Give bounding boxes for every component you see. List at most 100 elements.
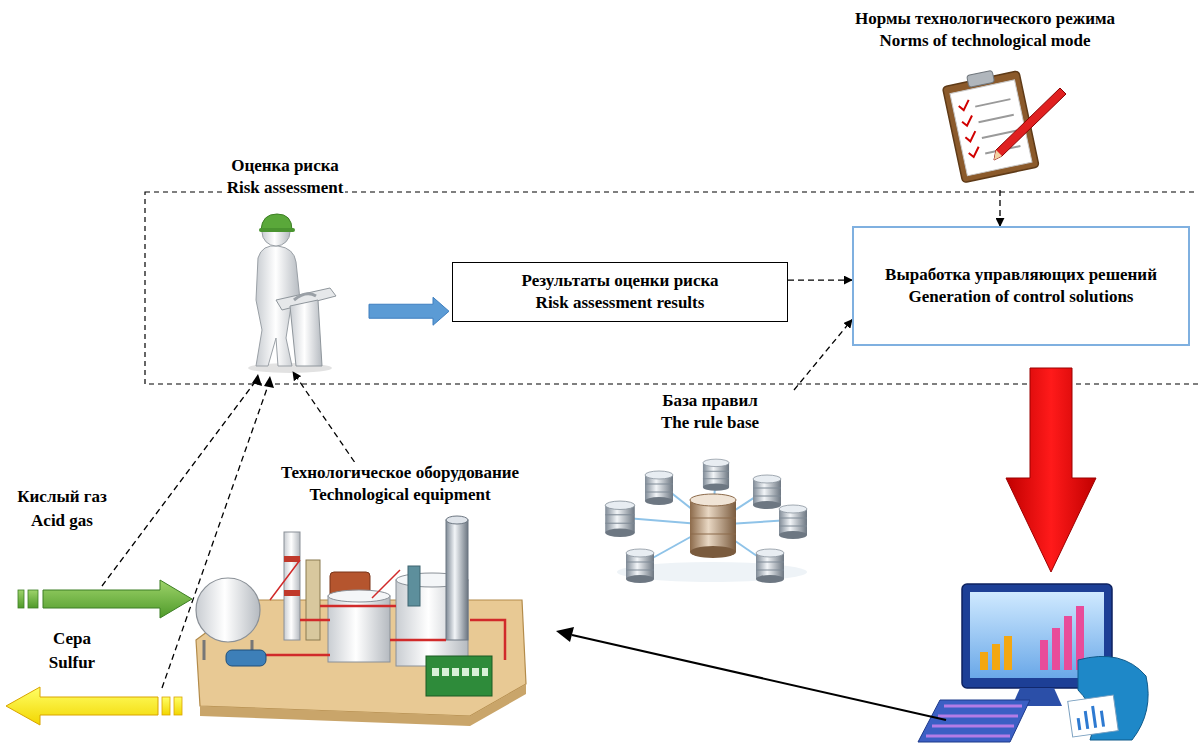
rule-base-network [626, 549, 654, 583]
node-subtitle: Technological equipment [307, 484, 492, 506]
dashed-arrow [999, 190, 1000, 226]
control-region [145, 192, 1198, 384]
node-subtitle: Norms of technological mode [877, 30, 1092, 52]
process-plant [482, 668, 488, 676]
leader-arrowhead [252, 374, 274, 388]
process-plant [284, 590, 300, 596]
acid-gas-arrow [18, 580, 192, 618]
stream-label: Сера [51, 628, 93, 650]
rule-base-node: База правилThe rule base [590, 390, 830, 585]
block-arrow [369, 297, 449, 325]
control-action-arrow [556, 627, 574, 642]
stream-label: Кислый газ [15, 486, 109, 508]
dashed-arrow [794, 320, 852, 390]
node-title: Выработка управляющих решений [883, 264, 1159, 286]
risk-assessor-figure [261, 214, 292, 230]
process-plant [446, 516, 468, 524]
process-plant [472, 668, 479, 676]
process-plant [284, 532, 300, 640]
sulfur-arrow [6, 687, 158, 725]
process-plant [408, 566, 420, 606]
process-plant [328, 590, 390, 602]
risk-assessor-figure [294, 294, 316, 300]
process-plant [226, 650, 266, 666]
feed-leader-line [102, 378, 258, 586]
node-subtitle: Risk assessment [225, 177, 346, 199]
control-computer [992, 644, 1000, 670]
node-title: Оценка риска [229, 155, 340, 177]
process-plant [462, 668, 469, 676]
control-computer [1040, 640, 1048, 670]
process-plant [426, 656, 492, 696]
equipment-node: Технологическое оборудованиеTechnologica… [225, 462, 575, 506]
dashed-arrow [293, 372, 355, 462]
process-box: Выработка управляющих решенийGeneration … [852, 226, 1190, 346]
control-computer [926, 706, 1022, 736]
node-title: Технологическое оборудование [279, 462, 521, 484]
control-computer [980, 652, 988, 670]
rule-base-network [690, 500, 736, 552]
node-subtitle: Risk assessment results [534, 292, 707, 314]
acid-gas-arrow [43, 580, 192, 618]
risk-assessor-figure [248, 214, 336, 373]
sulfur-arrow [162, 697, 170, 715]
leader-arrowhead [264, 376, 274, 388]
norms-clipboard [967, 70, 995, 87]
leader-arrowhead [252, 374, 262, 386]
rule-base-network [690, 494, 736, 506]
process-plant [306, 560, 320, 640]
process-plant [262, 606, 505, 660]
node-title: База правил [660, 390, 760, 412]
node-subtitle: The rule base [659, 412, 761, 434]
rule-base-network [690, 518, 736, 534]
norms-clipboard [994, 88, 1066, 160]
sulfur-arrow [174, 697, 182, 715]
risk-assessor-figure [259, 228, 295, 232]
risk-assessment-node: Оценка рискаRisk assessment [205, 155, 365, 372]
control-action-arrow [556, 627, 946, 720]
control-computer [918, 584, 1148, 742]
control-computer [1077, 705, 1104, 730]
process-plant [446, 520, 468, 640]
process-plant [284, 556, 300, 562]
control-computer [1064, 616, 1072, 670]
rule-base-network [605, 501, 635, 537]
process-plant [452, 668, 459, 676]
control-computer [918, 700, 1030, 742]
acid-gas-arrow [18, 590, 24, 608]
control-output-arrow [1006, 368, 1096, 572]
process-plant [432, 668, 488, 676]
acid-gas-arrow [28, 590, 38, 608]
norms-clipboard [941, 65, 1066, 183]
stream-label: Sulfur [47, 652, 97, 674]
dashed-arrow [788, 279, 852, 280]
process-plant [442, 668, 449, 676]
control-computer [1068, 695, 1119, 737]
process-plant [196, 516, 526, 726]
process-box: Результаты оценки рискаRisk assessment r… [452, 262, 788, 322]
risk-assessor-figure [290, 300, 322, 366]
control-computer [1052, 628, 1060, 670]
rule-base-network [753, 475, 781, 509]
control-computer [1004, 636, 1012, 670]
norms-clipboard [994, 150, 1002, 160]
rule-base-network [645, 471, 673, 505]
process-plant [196, 578, 260, 642]
rule-base-network [690, 494, 736, 558]
rule-base-network [756, 549, 784, 583]
rule-base-network [779, 505, 807, 539]
control-computer [980, 636, 1012, 670]
node-title: Результаты оценки риска [520, 270, 721, 292]
norms-node: Нормы технологического режимаNorms of te… [835, 8, 1135, 190]
node-title: Нормы технологического режима [853, 8, 1117, 30]
control-action-arrow [572, 635, 946, 720]
rule-base-network [703, 459, 729, 491]
rule-base-network [605, 459, 807, 583]
process-plant [432, 668, 439, 676]
rule-base-network [690, 546, 736, 558]
norms-clipboard [958, 100, 981, 158]
control-computer [1040, 606, 1084, 670]
